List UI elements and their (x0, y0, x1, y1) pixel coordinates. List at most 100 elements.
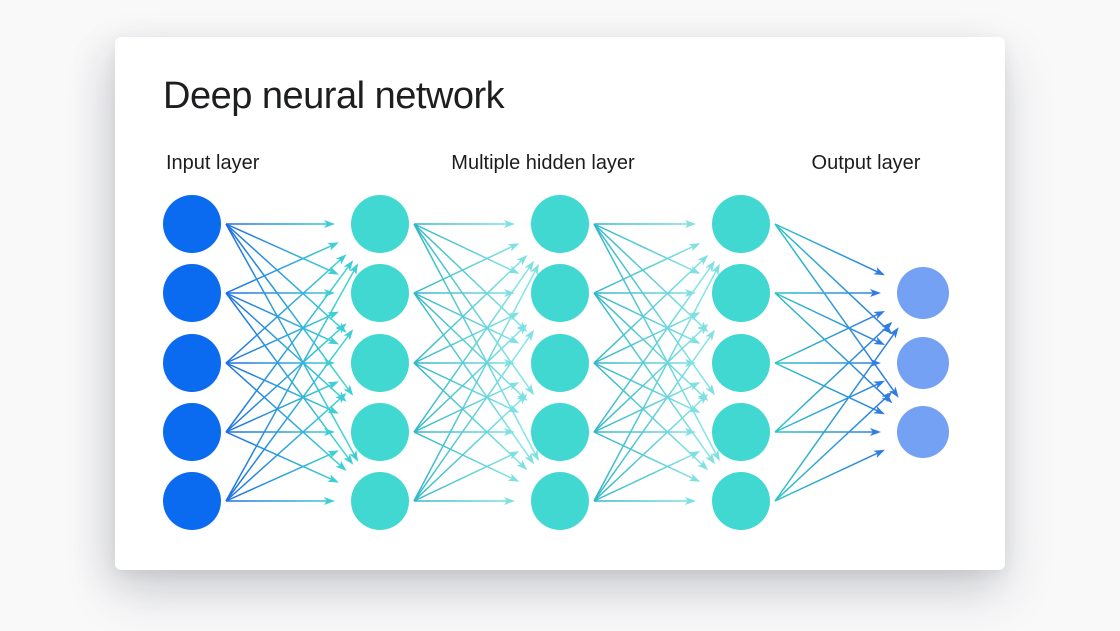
synapse-line (413, 223, 522, 327)
hidden-layer-1-nodes (351, 195, 409, 530)
arrowhead-icon (530, 263, 539, 276)
connections-hidden-layer-3-to-output-layer (774, 223, 899, 502)
synapse-line (774, 292, 878, 343)
hidden-layer-3-node-4 (712, 403, 770, 461)
synapse-line (413, 223, 531, 389)
synapse-line (774, 223, 887, 330)
arrowhead-icon (697, 254, 709, 266)
synapse-line (593, 223, 717, 455)
arrowhead-icon (688, 243, 701, 252)
synapse-line (774, 313, 878, 364)
synapse-line (225, 362, 341, 467)
hidden-layer-1-node-1 (351, 195, 409, 253)
arrowhead-icon (697, 459, 709, 471)
arrowhead-icon (688, 451, 701, 460)
synapse-line (413, 454, 513, 502)
synapse-line (225, 270, 355, 502)
arrowhead-icon (327, 336, 339, 345)
arrowhead-icon (870, 428, 881, 436)
arrowhead-icon (688, 473, 701, 482)
arrowhead-icon (870, 359, 881, 367)
arrowhead-icon (711, 449, 720, 462)
arrowhead-icon (343, 329, 354, 341)
arrowhead-icon (873, 336, 885, 345)
synapse-line (774, 396, 887, 502)
synapse-line (593, 245, 694, 294)
synapse-line (774, 383, 878, 433)
arrowhead-icon (516, 324, 528, 335)
diagram-title: Deep neural network (163, 75, 505, 117)
input-layer-node-2 (163, 264, 221, 322)
synapse-line (225, 266, 349, 433)
hidden-layer-1-node-5 (351, 472, 409, 530)
synapse-line (413, 270, 536, 502)
output-layer-node-2 (897, 337, 949, 389)
arrowhead-icon (881, 391, 893, 403)
hidden-layer-2-node-5 (531, 472, 589, 530)
hidden-layer-2-node-1 (531, 195, 589, 253)
arrowhead-icon (335, 323, 347, 334)
arrowhead-icon (873, 267, 885, 276)
synapse-line (593, 223, 694, 272)
arrowhead-icon (685, 497, 696, 505)
arrowhead-icon (889, 327, 899, 339)
hidden-layer-2-node-3 (531, 334, 589, 392)
synapse-line (225, 292, 332, 342)
arrowhead-icon (873, 449, 885, 458)
arrowhead-icon (688, 265, 701, 274)
synapse-line (593, 292, 711, 458)
hidden-layer-1-node-4 (351, 403, 409, 461)
synapse-line (593, 292, 703, 396)
hidden-layer-3-nodes (712, 195, 770, 530)
synapse-line (225, 223, 355, 455)
synapse-line (593, 267, 711, 433)
arrowhead-icon (335, 393, 347, 404)
output-layer-node-3 (897, 406, 949, 458)
arrowhead-icon (324, 497, 335, 505)
arrowhead-icon (335, 460, 347, 471)
arrowhead-icon (324, 220, 335, 228)
arrowhead-icon (507, 382, 520, 391)
arrowhead-icon (504, 289, 515, 297)
synapse-line (225, 453, 332, 502)
arrowhead-icon (324, 428, 335, 436)
synapse-line (774, 452, 878, 502)
synapse-line (593, 362, 703, 466)
arrowhead-icon (685, 428, 696, 436)
synapse-line (413, 246, 513, 294)
synapse-line (413, 315, 513, 364)
input-layer-node-4 (163, 403, 221, 461)
connections-hidden-layer-2-to-hidden-layer-3 (593, 220, 720, 505)
arrowhead-icon (873, 406, 885, 415)
arrowhead-icon (335, 254, 347, 265)
synapse-line (593, 223, 703, 327)
hidden-layer-2-node-4 (531, 403, 589, 461)
arrowhead-icon (327, 266, 339, 275)
connections-input-layer-to-hidden-layer-1 (225, 220, 359, 505)
synapse-line (593, 336, 711, 502)
input-layer-node-5 (163, 472, 221, 530)
arrowhead-icon (705, 453, 715, 465)
synapse-line (413, 223, 536, 455)
synapse-line (225, 223, 332, 272)
arrowhead-icon (327, 242, 339, 251)
synapse-line (225, 384, 332, 433)
synapse-line (413, 329, 522, 433)
arrowhead-icon (688, 335, 701, 344)
arrowhead-icon (504, 220, 515, 228)
synapse-line (413, 292, 531, 458)
arrowhead-icon (705, 260, 715, 272)
arrowhead-icon (524, 452, 535, 465)
synapse-line (413, 399, 522, 502)
synapse-line (774, 223, 895, 392)
synapse-line (593, 260, 703, 364)
hidden-layer-3-node-5 (712, 472, 770, 530)
synapse-line (413, 223, 513, 271)
arrowhead-icon (524, 329, 535, 342)
arrowhead-icon (711, 263, 720, 276)
input-layer-node-1 (163, 195, 221, 253)
synapse-line (413, 267, 531, 433)
arrowhead-icon (697, 393, 709, 405)
